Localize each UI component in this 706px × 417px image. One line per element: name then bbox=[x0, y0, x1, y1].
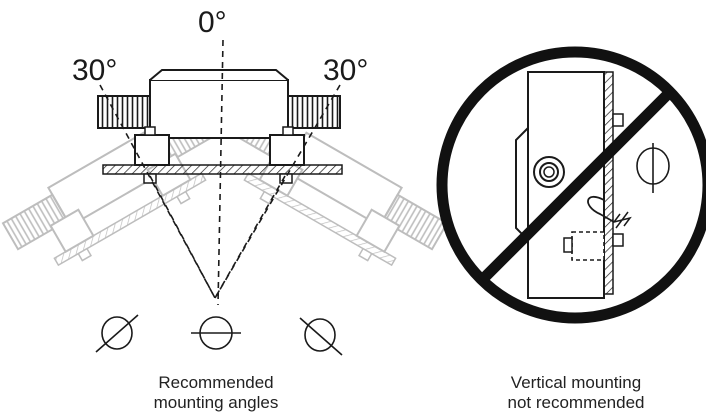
device-body bbox=[149, 79, 289, 139]
vertical-device bbox=[515, 71, 632, 299]
prohibition-icon bbox=[436, 46, 706, 324]
right-connector bbox=[287, 95, 341, 129]
horizontal-null-symbol-icon bbox=[191, 316, 241, 350]
caption-recommended: Recommended mounting angles bbox=[86, 373, 346, 413]
null-symbol-icon-right bbox=[299, 317, 343, 356]
not-recommended-figure bbox=[436, 46, 706, 324]
angle-label-center: 0° bbox=[198, 6, 227, 39]
caption-recommended-line2: mounting angles bbox=[153, 393, 279, 412]
mounting-plate bbox=[102, 164, 343, 175]
left-nut bbox=[143, 173, 157, 184]
right-standoff bbox=[269, 134, 305, 166]
angle-label-right: 30° bbox=[323, 54, 368, 87]
angle-label-left: 30° bbox=[72, 54, 117, 87]
wall-plate bbox=[603, 71, 614, 295]
horizontal-null-symbol-icon-vertical bbox=[636, 143, 670, 193]
caption-not-recommended-line2: not recommended bbox=[507, 393, 645, 412]
recommended-angles-figure: 0° 30° 30° bbox=[0, 6, 452, 356]
left-connector bbox=[97, 95, 151, 129]
caption-not-recommended-line1: Vertical mounting bbox=[510, 373, 642, 392]
null-symbol-icon bbox=[95, 314, 139, 353]
left-standoff bbox=[134, 134, 170, 166]
caption-not-recommended: Vertical mounting not recommended bbox=[446, 373, 706, 413]
caption-recommended-line1: Recommended bbox=[158, 373, 274, 392]
angle-guide-lines bbox=[99, 39, 341, 306]
device-horizontal bbox=[97, 69, 343, 184]
right-nut bbox=[279, 173, 293, 184]
